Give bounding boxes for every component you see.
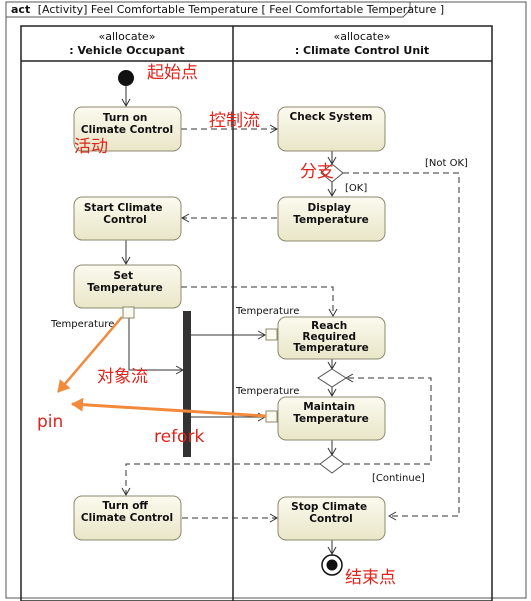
svg-text:Stop Climate Control: Stop Climate Control — [291, 501, 371, 525]
annotation-activity: 活动 — [74, 137, 108, 157]
guard-continue: [Continue] — [372, 473, 425, 484]
guard-ok: [OK] — [345, 183, 367, 194]
merge-node — [317, 368, 347, 388]
lane-climate-control-unit: «allocate» : Climate Control Unit — [295, 30, 429, 57]
action-stop-climate-control: Stop Climate Control — [277, 496, 386, 541]
annotation-final: 结束点 — [345, 568, 396, 588]
action-set-temperature: Set Temperature — [73, 264, 182, 309]
pin-label-maintain: Temperature — [235, 386, 299, 397]
lane-stereotype: «allocate» — [99, 30, 156, 43]
action-check-system: Check System — [277, 106, 386, 152]
action-label-line: Reach — [311, 320, 347, 332]
action-display-temperature: Display Temperature — [277, 196, 386, 242]
action-label-line: Required — [302, 331, 356, 343]
svg-text:act [Activity] Feel Comf: act [Activity] Feel Comfortable Temperat… — [11, 3, 444, 16]
svg-text:Set Temperature: Set Temperature — [87, 270, 163, 294]
guard-not-ok: [Not OK] — [425, 158, 468, 169]
svg-text:Start Climate Control: Start Climate Control — [84, 202, 166, 226]
final-node — [321, 554, 343, 576]
swimlanes: «allocate» : Vehicle Occupant «allocate»… — [20, 25, 493, 601]
action-label-line: Climate Control — [81, 124, 173, 136]
action-label-line: Set — [113, 270, 133, 282]
pin-label-set-temperature: Temperature — [50, 319, 114, 330]
action-label-line: Temperature — [87, 282, 163, 294]
action-label-line: Climate Control — [81, 512, 173, 524]
decision-node-check — [320, 163, 344, 183]
action-label-line: Temperature — [293, 214, 369, 226]
action-label-line: Control — [309, 513, 352, 525]
annotation-control-flow: 控制流 — [209, 111, 260, 131]
annotation-initial: 起始点 — [147, 63, 198, 83]
frame-prefix: act — [11, 3, 30, 16]
action-label-line: Temperature — [293, 342, 369, 354]
svg-text:Maintain Temperature: Maintain Temperature — [293, 401, 369, 425]
action-reach-required-temperature: Reach Required Temperature — [277, 316, 386, 360]
pin-maintain-in — [265, 410, 278, 423]
action-turn-on-climate-control: Turn on Climate Control — [73, 106, 182, 152]
annotation-refork: refork — [154, 427, 204, 447]
pin-set-temperature-out — [122, 306, 135, 319]
action-label-line: Turn off — [102, 500, 148, 512]
annotation-arrows — [57, 316, 267, 418]
action-label-line: Stop Climate — [291, 501, 367, 513]
annotation-pin: pin — [37, 412, 63, 432]
lane-name: : Vehicle Occupant — [69, 44, 184, 57]
svg-text:Turn off Climate Control: Turn off Climate Control — [81, 500, 173, 524]
object-flows — [128, 318, 267, 422]
frame-title: [Activity] Feel Comfortable Temperature … — [38, 3, 445, 16]
pin-label-reach: Temperature — [235, 306, 299, 317]
fork-bar — [183, 311, 191, 457]
svg-text:Turn on Climate Control: Turn on Climate Control — [81, 112, 173, 136]
control-flows — [121, 86, 460, 556]
action-label-line: Start Climate — [84, 202, 163, 214]
action-turn-off-climate-control: Turn off Climate Control — [73, 495, 182, 541]
lane-name: : Climate Control Unit — [295, 44, 429, 57]
annotation-branch: 分支 — [300, 162, 334, 182]
svg-text:Display Temperature: Display Temperature — [293, 202, 369, 226]
initial-node — [118, 70, 134, 86]
svg-text:Reach Required Tem: Reach Required Temperature — [293, 320, 369, 354]
pin-reach-in — [265, 328, 278, 341]
action-label-line: Check System — [290, 111, 373, 123]
decision-node-continue — [319, 454, 345, 474]
lane-stereotype: «allocate» — [334, 30, 391, 43]
action-label-line: Maintain — [303, 401, 355, 413]
action-maintain-temperature: Maintain Temperature — [277, 396, 386, 441]
action-label-line: Control — [103, 214, 146, 226]
annotation-object-flow: 对象流 — [97, 367, 148, 387]
action-start-climate-control: Start Climate Control — [73, 196, 182, 241]
action-label-line: Temperature — [293, 413, 369, 425]
lane-vehicle-occupant: «allocate» : Vehicle Occupant — [69, 30, 184, 57]
action-label-line: Turn on — [103, 112, 147, 124]
action-label-line: Display — [308, 202, 351, 214]
